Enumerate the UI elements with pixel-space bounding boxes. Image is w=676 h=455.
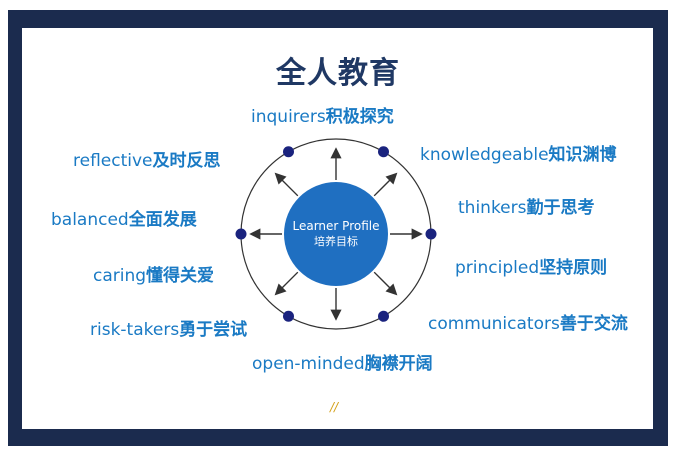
ring-node-5: [283, 310, 294, 322]
attribute-reflective: reflective及时反思: [73, 151, 221, 171]
arrow-up-left: [274, 172, 299, 197]
ring-node-1: [283, 146, 294, 158]
arrow-up-right: [373, 172, 398, 197]
ring-node-6: [235, 228, 247, 240]
attribute-caring: caring懂得关爱: [93, 266, 215, 286]
attribute-risk-takers: risk-takers勇于尝试: [90, 320, 248, 340]
center-label: Learner Profile 培养目标: [283, 218, 389, 250]
nodes: [235, 146, 437, 322]
attribute-knowledgeable: knowledgeable知识渊博: [420, 145, 617, 165]
center-label-en: Learner Profile: [292, 219, 380, 233]
attribute-thinkers: thinkers勤于思考: [458, 198, 595, 218]
attribute-open-minded: open-minded胸襟开阔: [252, 354, 433, 374]
arrow-down-left: [274, 271, 299, 296]
footer-mark: //: [330, 400, 339, 414]
spokes: [249, 147, 423, 321]
center-label-zh: 培养目标: [314, 235, 358, 248]
ring-node-3: [425, 228, 437, 240]
ring-node-2: [378, 146, 389, 158]
page-title: 全人教育: [276, 56, 400, 91]
attribute-principled: principled坚持原则: [455, 258, 608, 278]
ring-node-4: [378, 310, 389, 322]
attribute-balanced: balanced全面发展: [51, 210, 197, 230]
attribute-communicators: communicators善于交流: [428, 314, 628, 334]
arrow-down-right: [373, 271, 398, 296]
attribute-inquirers: inquirers积极探究: [251, 107, 394, 127]
center-circle: [284, 182, 388, 286]
